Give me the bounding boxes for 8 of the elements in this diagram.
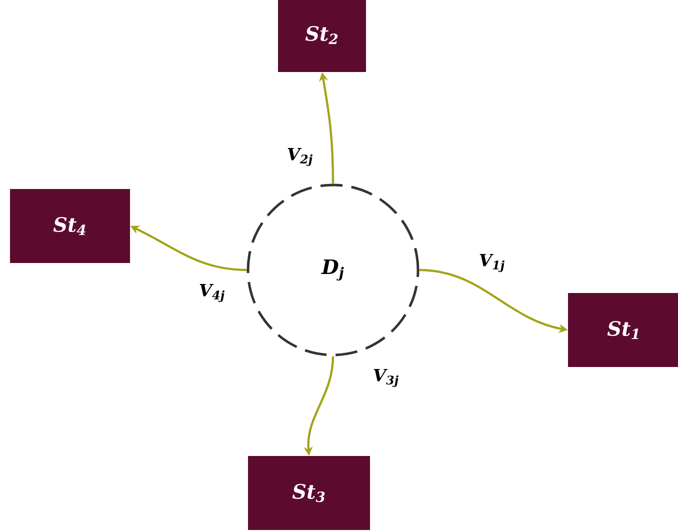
station-box: St$_{4}$ [10, 189, 130, 263]
station-box: St$_{1}$ [568, 293, 678, 367]
edge-label: V$_{3j}$ [372, 368, 400, 388]
edge-label: V$_{4j}$ [198, 282, 226, 304]
station-box: St$_{2}$ [278, 0, 366, 72]
edge-label: V$_{2j}$ [286, 146, 314, 168]
edge-label: V$_{1j}$ [478, 252, 506, 274]
station-box: St$_{3}$ [248, 456, 370, 530]
